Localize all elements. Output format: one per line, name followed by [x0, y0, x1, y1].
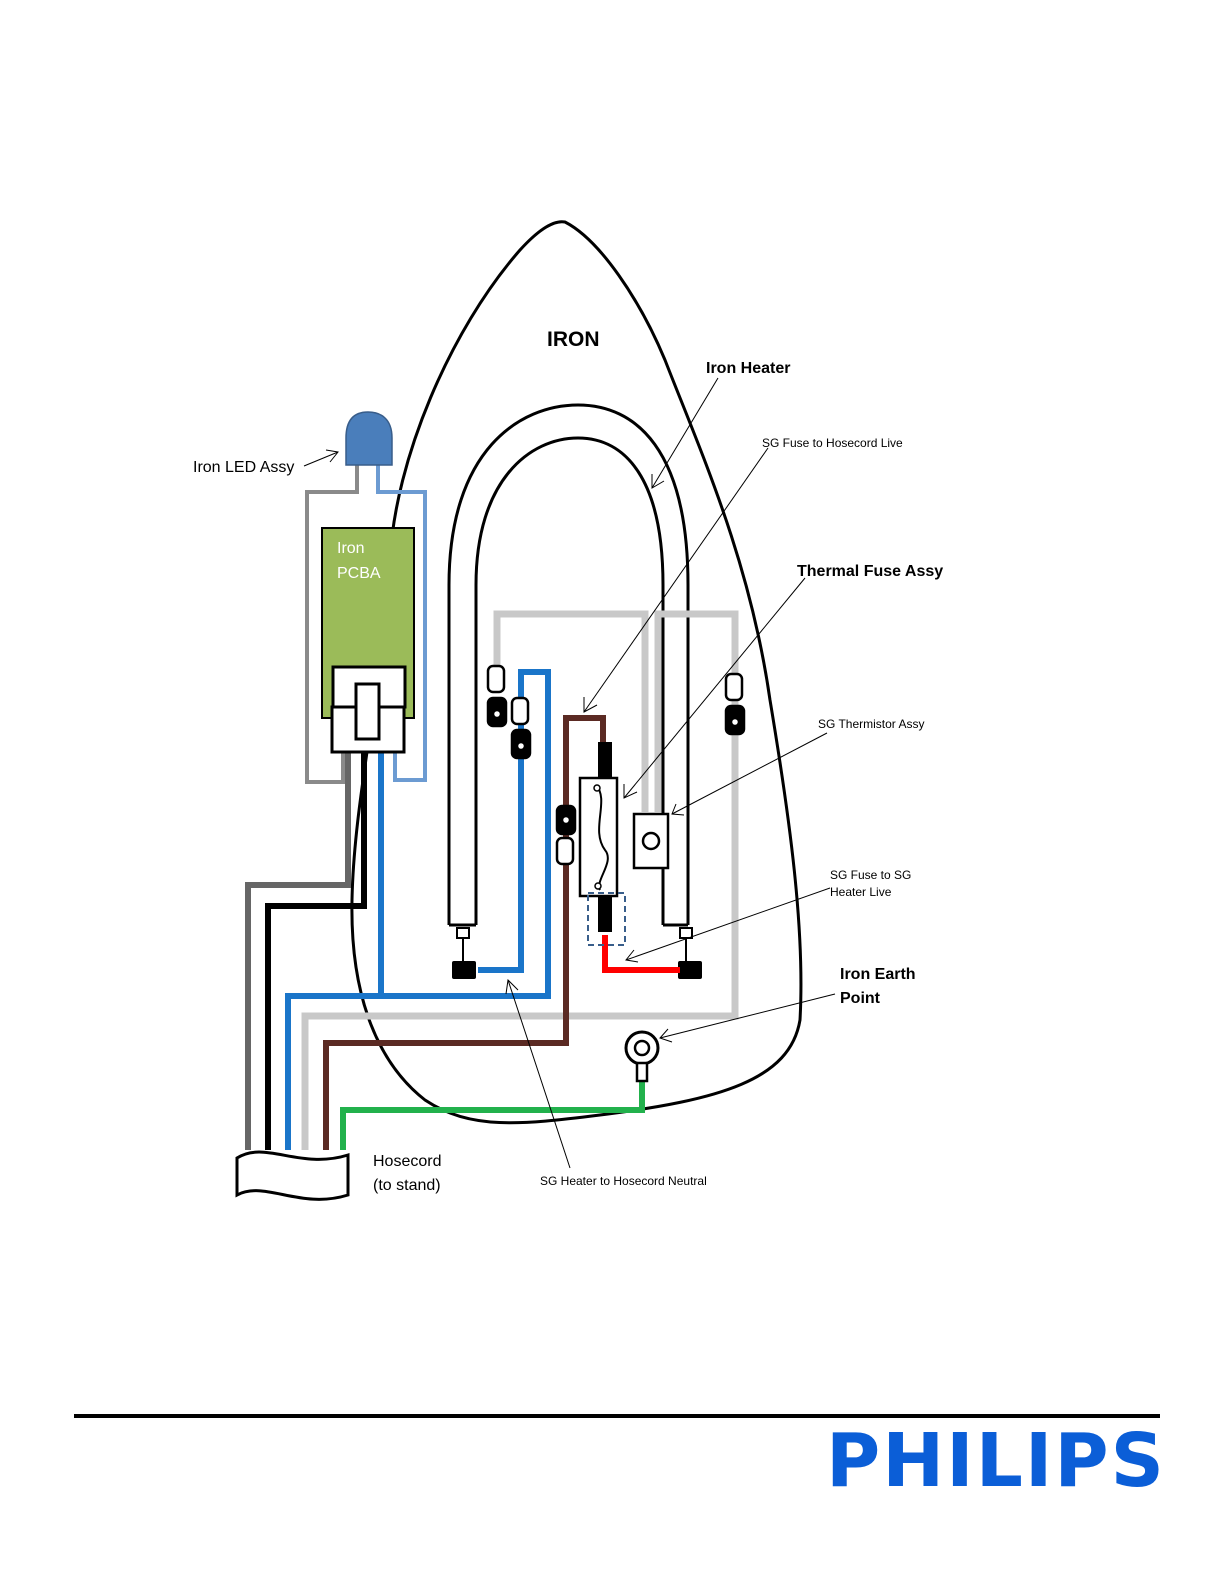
iron-led-icon — [346, 412, 392, 465]
hosecord-label-1: Hosecord — [373, 1153, 441, 1170]
sg-fuse-to-sg-heater-live-label-2: Heater Live — [830, 885, 892, 899]
iron-earth-point-icon — [626, 1032, 658, 1081]
iron-title: IRON — [547, 328, 600, 351]
pcba-label-line-1: Iron — [337, 540, 365, 557]
iron-led-assy-label: Iron LED Assy — [193, 459, 294, 476]
thermal-fuse-assy — [580, 742, 625, 945]
iron-heater-element — [449, 405, 702, 979]
iron-heater-label: Iron Heater — [706, 360, 790, 377]
sg-heater-to-hosecord-neutral-label: SG Heater to Hosecord Neutral — [540, 1174, 707, 1188]
iron-earth-point-label-2: Point — [840, 990, 881, 1007]
hosecord-label-2: (to stand) — [373, 1177, 441, 1194]
thermal-fuse-assy-label: Thermal Fuse Assy — [797, 563, 943, 580]
pcba-label-line-2: PCBA — [337, 565, 381, 582]
sg-thermistor-assy-label: SG Thermistor Assy — [818, 717, 924, 731]
red-wire — [605, 935, 680, 970]
iron-earth-point-label-1: Iron Earth — [840, 966, 916, 983]
sg-fuse-to-sg-heater-live-label-1: SG Fuse to SG — [830, 868, 911, 882]
philips-logo: PHILIPS — [826, 1418, 1166, 1504]
sg-thermistor — [634, 814, 668, 868]
pcba-connector — [332, 667, 405, 752]
hosecord-ribbon-icon — [237, 1152, 348, 1199]
sg-fuse-to-hosecord-live-label: SG Fuse to Hosecord Live — [762, 436, 903, 450]
